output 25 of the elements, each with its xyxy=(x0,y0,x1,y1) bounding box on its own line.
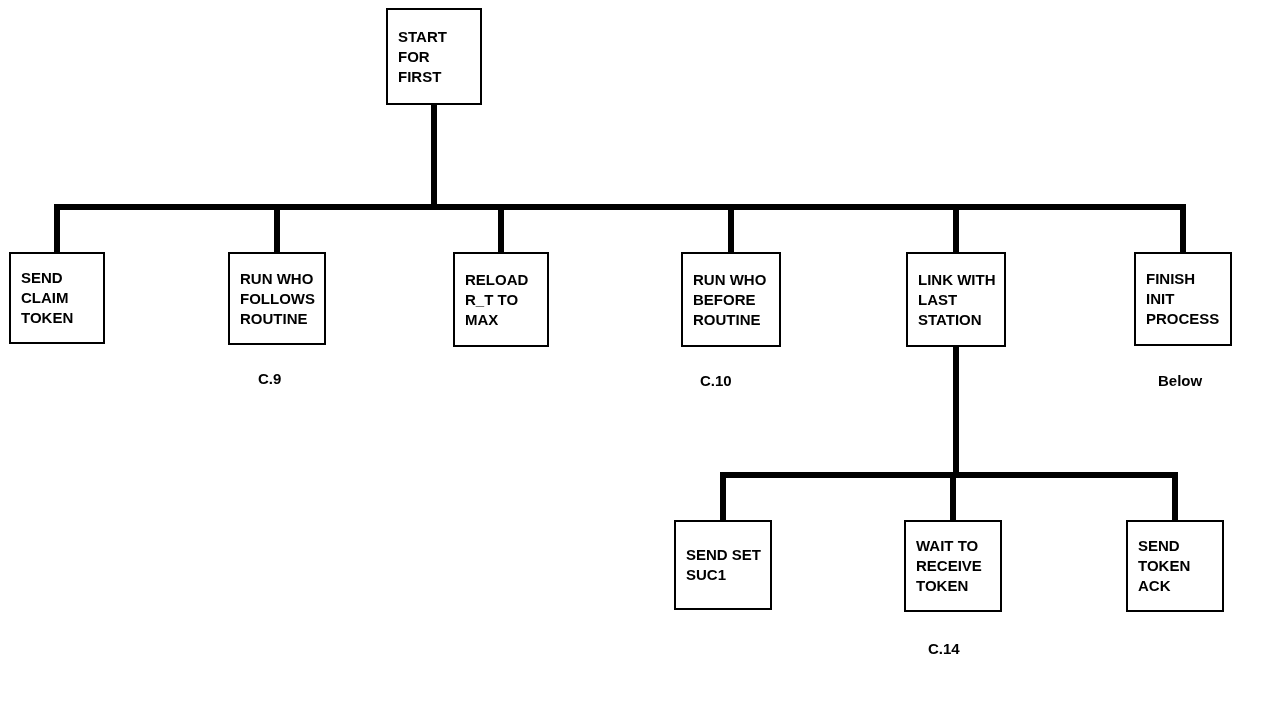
box-label: WAIT TO RECEIVE TOKEN xyxy=(916,536,983,596)
process-box xyxy=(904,520,1002,612)
box-label: SEND TOKEN ACK xyxy=(1138,536,1192,596)
process-box xyxy=(1134,252,1232,346)
process-box xyxy=(9,252,105,344)
process-box xyxy=(228,252,326,345)
process-box xyxy=(681,252,781,347)
reference-label: C.10 xyxy=(700,372,732,389)
box-label: START FOR FIRST xyxy=(398,26,448,87)
box-label: SEND CLAIM TOKEN xyxy=(21,268,75,328)
process-box xyxy=(453,252,549,347)
box-label: RUN WHO BEFORE ROUTINE xyxy=(693,269,768,330)
box-label: FINISH INIT PROCESS xyxy=(1146,269,1221,329)
box-label: RELOAD R_T TO MAX xyxy=(465,269,530,330)
process-box xyxy=(906,252,1006,347)
reference-label: C.9 xyxy=(258,370,282,387)
box-label: RUN WHO FOLLOWS ROUTINE xyxy=(240,268,316,329)
box-label: SEND SET SUC1 xyxy=(686,545,762,585)
process-box xyxy=(1126,520,1224,612)
connector-line xyxy=(953,347,1178,520)
process-box xyxy=(386,8,482,105)
process-box xyxy=(674,520,772,610)
reference-label: C.14 xyxy=(928,640,960,657)
reference-label: Below xyxy=(1158,372,1203,389)
box-label: LINK WITH LAST STATION xyxy=(918,269,997,330)
